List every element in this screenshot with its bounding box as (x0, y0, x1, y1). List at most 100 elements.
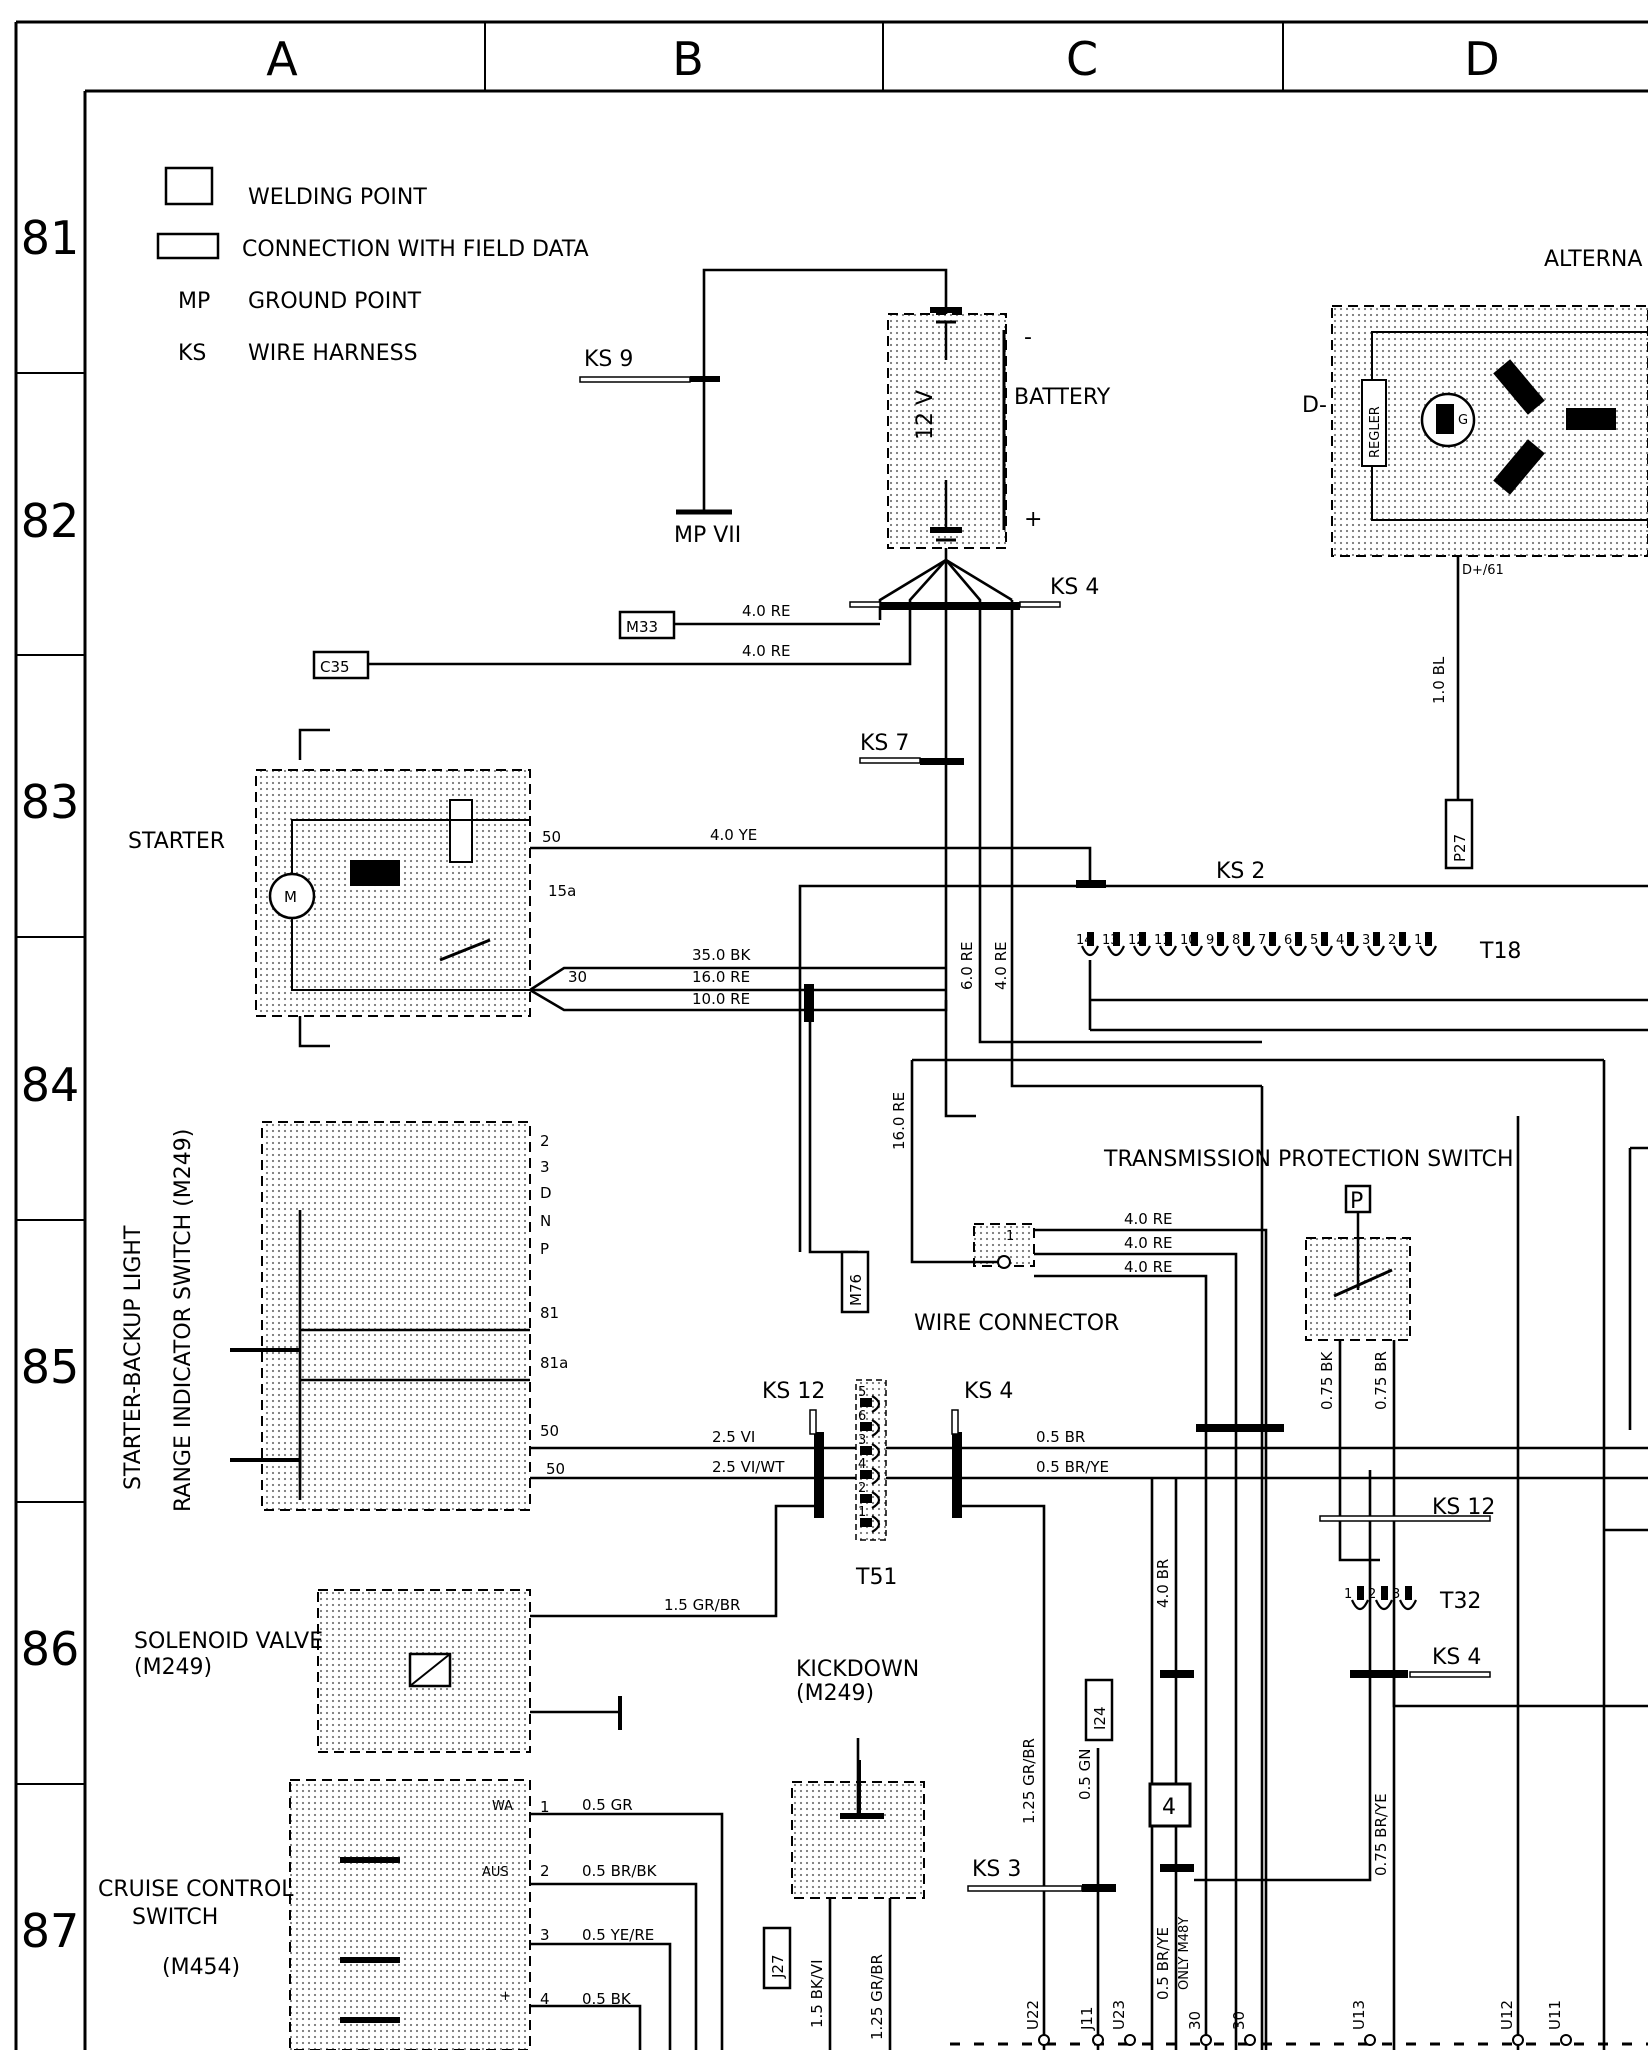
row-label: 84 (21, 1058, 80, 1112)
svg-text:12: 12 (1128, 933, 1145, 948)
range-position: D (540, 1184, 552, 1202)
t51-pin: 4 (858, 1457, 881, 1485)
svg-text:6: 6 (1284, 933, 1292, 948)
wire-label: 1.5 GR/BR (664, 1596, 740, 1614)
wire-label: 4.0 RE (1124, 1234, 1173, 1252)
battery-minus: - (1024, 325, 1032, 350)
starter: STARTER M 50 15a 30 (128, 728, 587, 1048)
starter-terminal: 30 (568, 968, 587, 986)
cruise-terminal: 1 (540, 1798, 550, 1816)
wire-connector-label: WIRE CONNECTOR (914, 1311, 1119, 1336)
t18-pin: 5 (1310, 932, 1334, 957)
t18-pin: 14 (1076, 932, 1100, 957)
wire-label: 2.5 VI (712, 1428, 755, 1446)
wire-label: 0.5 BR/YE (1036, 1458, 1109, 1476)
range-switch-label-1: STARTER-BACKUP LIGHT (121, 1225, 146, 1490)
column-label: C (1066, 32, 1098, 86)
row-label: 81 (21, 211, 80, 265)
legend-label: WIRE HARNESS (248, 341, 418, 366)
svg-text:1: 1 (1344, 1587, 1352, 1602)
solenoid-label-2: (M249) (134, 1655, 212, 1680)
t18-pin: 10 (1180, 932, 1204, 957)
cruise-terminal: 4 (540, 1990, 550, 2008)
harness-label: KS 2 (1216, 859, 1265, 884)
connector-p27-label: P27 (1451, 834, 1469, 862)
harness-label: KS 9 (584, 347, 633, 372)
welding-point-symbol (164, 166, 214, 206)
svg-text:5: 5 (858, 1385, 866, 1400)
wire-label: 10.0 RE (692, 990, 750, 1008)
legend: WELDING POINT CONNECTION WITH FIELD DATA… (156, 166, 589, 366)
regulator-label: REGLER (1368, 406, 1383, 458)
svg-text:J11: J11 (1078, 2006, 1096, 2031)
t18-connector: T18 (1479, 939, 1521, 964)
wire-label: 0.75 BK (1318, 1351, 1336, 1410)
wire-label: 16.0 RE (890, 1092, 908, 1150)
t18-pin: 8 (1232, 932, 1256, 957)
g-label: G (1458, 413, 1468, 428)
harness-label: KS 12 (1432, 1495, 1495, 1520)
svg-text:U23: U23 (1110, 2000, 1128, 2030)
wire-label: 4.0 RE (742, 602, 791, 620)
svg-text:U13: U13 (1350, 2000, 1368, 2030)
row-label: 86 (21, 1622, 80, 1676)
t51-label: T51 (855, 1565, 897, 1590)
range-terminal: 50 (546, 1460, 565, 1478)
ground-mp-label: MP VII (674, 523, 741, 548)
t32-pin: 3 (1392, 1586, 1418, 1611)
wire-label: 0.5 GR (582, 1796, 633, 1814)
t18-pin: 2 (1388, 932, 1412, 957)
cruise-label-2: SWITCH (132, 1905, 218, 1930)
sheet-frame (14, 20, 1648, 2050)
bottom-terminal: U13 (1350, 2000, 1376, 2046)
wires (230, 268, 1648, 2050)
cruise-position: + (500, 1989, 511, 2004)
bottom-terminal: J11 (1078, 2006, 1104, 2046)
solenoid: SOLENOID VALVE (M249) (134, 1629, 452, 1688)
harness-label: KS 4 (1432, 1645, 1481, 1670)
legend-symbol: MP (178, 289, 210, 314)
connector-i24 (1084, 1678, 1114, 1742)
wire-label: 1.0 BL (1430, 656, 1448, 704)
harness-ends (579, 376, 1491, 1892)
wire-label: 0.5 GN (1076, 1749, 1094, 1800)
svg-text:4: 4 (1336, 933, 1344, 948)
kickdown-label-1: KICKDOWN (796, 1657, 919, 1682)
svg-text:3: 3 (1392, 1587, 1400, 1602)
wire-label: 4.0 RE (742, 642, 791, 660)
alternator-label: ALTERNA (1544, 247, 1642, 272)
bottom-terminal: U23 (1110, 2000, 1136, 2046)
field-data-symbol (156, 232, 220, 260)
svg-text:30: 30 (1230, 2011, 1248, 2030)
range-switch-housing (261, 1121, 531, 1511)
wire-label: 1.5 BK/VI (808, 1960, 826, 2029)
t51-pin: 2 (858, 1481, 881, 1509)
d-minus-label: D- (1302, 393, 1327, 418)
range-position: N (540, 1212, 551, 1230)
legend-symbol: KS (178, 341, 206, 366)
connector-m76-label: M76 (847, 1274, 865, 1306)
connector-m33-label: M33 (626, 618, 658, 636)
starter-label: STARTER (128, 829, 225, 854)
svg-text:2: 2 (1388, 933, 1396, 948)
wire-label: 4.0 RE (992, 941, 1010, 990)
range-switch-label-2: RANGE INDICATOR SWITCH (M249) (171, 1129, 196, 1512)
t18-label: T18 (1479, 939, 1521, 964)
connector-boxes: M33 C35 P27 M76 I24 J27 4 (312, 610, 1474, 1990)
bottom-terminal: U12 (1498, 2000, 1524, 2046)
wire-label: 0.5 BK (582, 1990, 632, 2008)
cruise-position: AUS (482, 1865, 509, 1880)
svg-text:9: 9 (1206, 933, 1214, 948)
column-labels: A B C D (266, 32, 1499, 86)
transmission-switch-letter: P (1350, 1189, 1363, 1214)
row-label: 83 (21, 775, 80, 829)
cruise-housing (289, 1779, 531, 2050)
wire-label: 0.75 BR (1372, 1351, 1390, 1410)
connector-m76 (840, 1250, 870, 1314)
bottom-terminal: 30 (1186, 2011, 1212, 2046)
d-plus-label: D+/61 (1462, 563, 1504, 578)
connector-i24-label: I24 (1091, 1706, 1109, 1730)
column-label: A (266, 32, 298, 86)
t51-pin: 5 (858, 1385, 881, 1413)
t18-pin: 6 (1284, 932, 1308, 957)
